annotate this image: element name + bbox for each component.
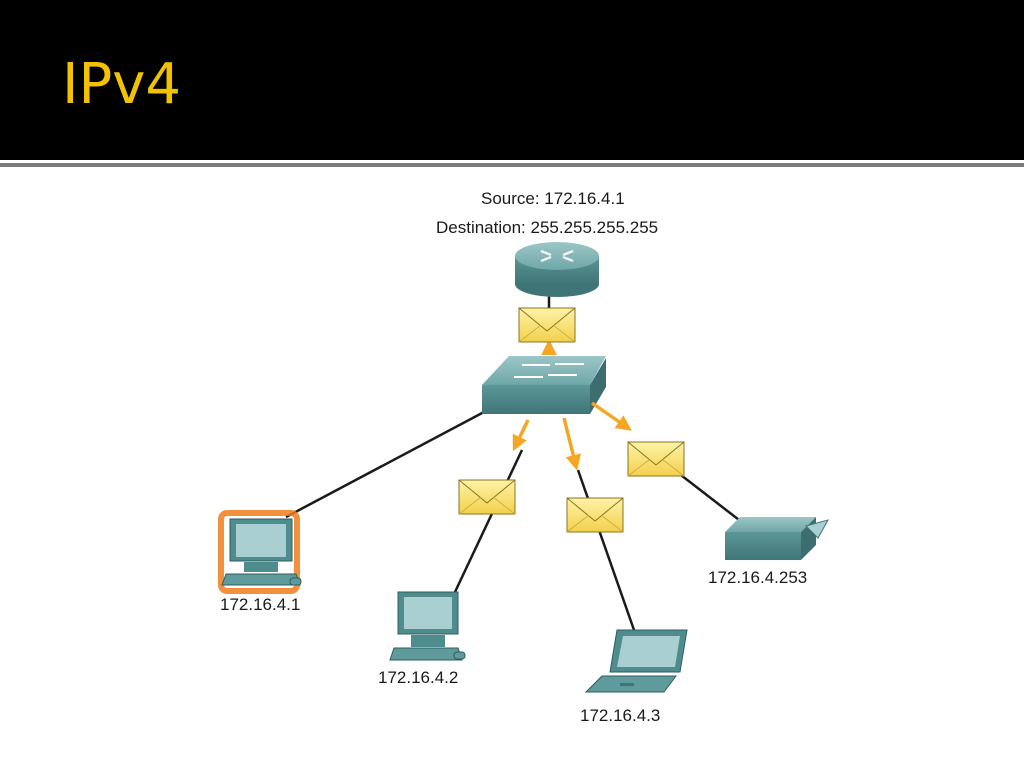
desktop-computer-icon-host1 (218, 510, 302, 594)
host-ip-label-1: 172.16.4.1 (220, 595, 301, 614)
packet-envelope-host4 (627, 441, 685, 477)
laptop-icon-host3 (584, 629, 688, 693)
network-cables (285, 296, 766, 631)
packet-envelope-router (518, 307, 576, 343)
cable-host1 (285, 410, 485, 519)
broadcast-arrows (512, 339, 632, 471)
header-divider-gray (0, 163, 1024, 167)
host-ip-label-3: 172.16.4.3 (580, 706, 661, 725)
slide-title: IPv4 (62, 52, 182, 117)
cable-host3 (576, 469, 636, 631)
host-ip-label-4: 172.16.4.253 (708, 568, 808, 587)
slide-header (0, 0, 1024, 160)
arrow-to-host2 (512, 419, 530, 452)
packet-envelope-host3 (566, 497, 624, 533)
packet-destination-label: Destination: 255.255.255.255 (436, 218, 659, 237)
header-divider-light (0, 160, 1024, 163)
host-ip-label-2: 172.16.4.2 (378, 668, 459, 687)
router-icon (515, 242, 599, 297)
switch-icon (482, 356, 606, 414)
arrow-to-host4 (591, 401, 632, 431)
desktop-computer-icon-host2 (389, 591, 466, 661)
packet-envelope-host2 (458, 479, 516, 515)
printer-icon-host4 (725, 517, 830, 560)
arrow-to-host3 (562, 417, 581, 471)
packet-source-label: Source: 172.16.4.1 (481, 189, 625, 208)
cable-host2 (453, 449, 524, 593)
